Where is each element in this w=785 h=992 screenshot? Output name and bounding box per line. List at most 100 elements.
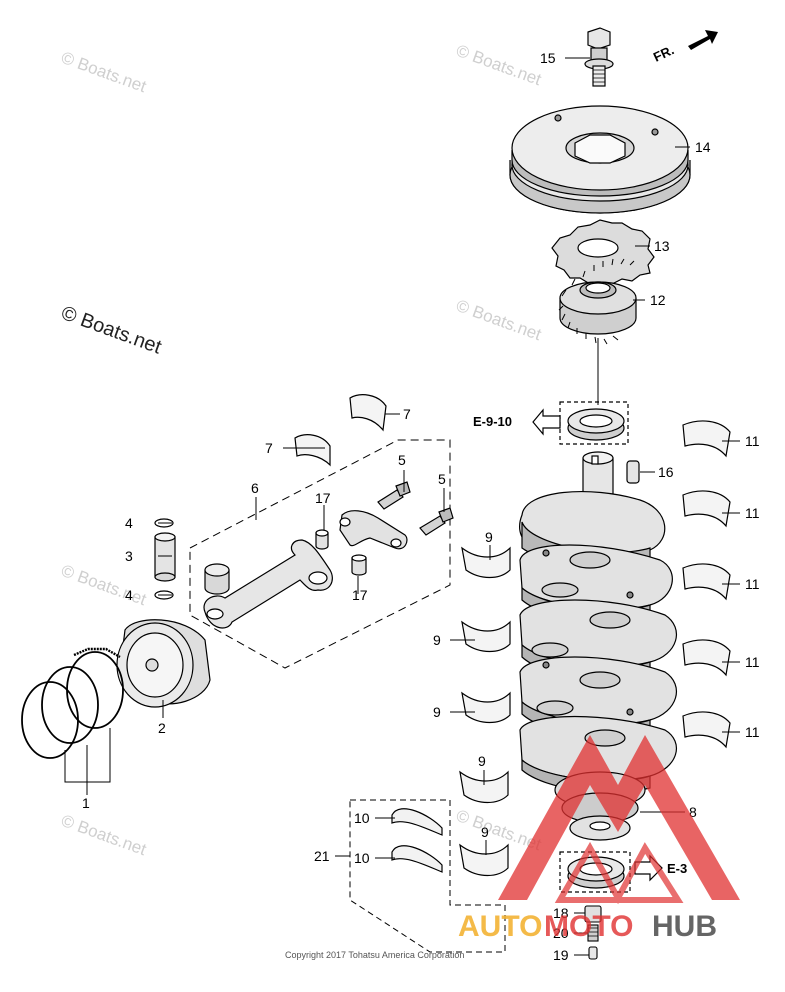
front-arrow-icon bbox=[688, 30, 718, 50]
piston-assembly bbox=[21, 518, 211, 759]
watermark: © Boats.net bbox=[454, 296, 544, 344]
watermark: © Boats.net bbox=[454, 41, 544, 89]
callout-21: 21 bbox=[314, 848, 330, 864]
callout-8: 8 bbox=[689, 804, 697, 820]
part-7-rod-bearing bbox=[349, 394, 387, 432]
part-14-flywheel-pulley bbox=[509, 105, 691, 214]
callout-20: 20 bbox=[553, 925, 569, 941]
logo-emblem-icon bbox=[498, 735, 740, 900]
main-bearings-lower bbox=[459, 546, 511, 877]
connecting-rod-assembly bbox=[203, 394, 454, 629]
part-5-rod-bolt bbox=[419, 507, 454, 536]
part-11-bearing bbox=[682, 711, 731, 749]
callout-13: 13 bbox=[654, 238, 670, 254]
callout-11: 11 bbox=[745, 724, 760, 740]
part-11-bearing bbox=[682, 639, 731, 677]
part-9-bearing bbox=[459, 770, 509, 804]
part-13-timing-sprocket bbox=[551, 219, 655, 285]
part-10-thrust-washer bbox=[391, 808, 443, 836]
part-10-thrust-washer bbox=[391, 845, 443, 873]
part-17-dowel-pin bbox=[351, 554, 367, 576]
lower-oil-seal bbox=[559, 851, 631, 893]
callout-5: 5 bbox=[438, 471, 446, 487]
callout-11: 11 bbox=[745, 505, 760, 521]
upper-reference: E-9-10 bbox=[473, 408, 561, 436]
upper-oil-seal bbox=[559, 401, 629, 445]
rod-bushing bbox=[204, 569, 230, 595]
callout-11: 11 bbox=[745, 654, 760, 670]
thrust-washers bbox=[391, 808, 443, 873]
callout-10: 10 bbox=[354, 850, 370, 866]
part-5-rod-bolt bbox=[377, 481, 411, 510]
part-11-bearing bbox=[682, 420, 731, 458]
part-11-bearing bbox=[682, 490, 731, 528]
callout-4: 4 bbox=[125, 515, 133, 531]
part-15-bolt bbox=[584, 27, 614, 87]
reference-label: E-3 bbox=[667, 861, 687, 876]
part-18-plug bbox=[584, 905, 602, 923]
part-9-bearing bbox=[461, 691, 511, 724]
part-4-circlip bbox=[154, 590, 174, 600]
callout-16: 16 bbox=[658, 464, 674, 480]
logo-text-hub: HUB bbox=[652, 910, 717, 943]
callout-4: 4 bbox=[125, 587, 133, 603]
callout-9: 9 bbox=[433, 632, 441, 648]
callout-10: 10 bbox=[354, 810, 370, 826]
group-21-outline bbox=[349, 799, 506, 953]
rod-cap bbox=[339, 510, 408, 550]
callout-6: 6 bbox=[251, 480, 259, 496]
copyright-text: Copyright 2017 Tohatsu America Corporati… bbox=[285, 950, 464, 960]
callout-17: 17 bbox=[315, 490, 331, 506]
logo-text-moto: MOTO bbox=[544, 910, 633, 943]
watermark: © Boats.net bbox=[59, 48, 149, 96]
reference-arrow-icon bbox=[532, 408, 561, 436]
callout-labels: 15 14 13 12 7 7 5 5 6 17 17 4 3 4 2 1 9 … bbox=[82, 50, 760, 963]
callout-2: 2 bbox=[158, 720, 166, 736]
group-6-outline bbox=[189, 439, 451, 669]
callout-3: 3 bbox=[125, 548, 133, 564]
oil-plug-assembly bbox=[584, 905, 602, 960]
front-direction-indicator: FR. bbox=[651, 30, 718, 65]
callout-11: 11 bbox=[745, 576, 760, 592]
part-3-piston-pin bbox=[154, 532, 176, 582]
callout-7: 7 bbox=[403, 406, 411, 422]
callout-9: 9 bbox=[485, 529, 493, 545]
boats-net-main-watermark: © Boats.net bbox=[58, 302, 164, 359]
watermark: © Boats.net bbox=[59, 561, 149, 609]
main-bearings-upper bbox=[682, 420, 731, 749]
part-9-bearing bbox=[461, 546, 511, 579]
callout-17: 17 bbox=[352, 587, 368, 603]
callout-9: 9 bbox=[433, 704, 441, 720]
callout-14: 14 bbox=[695, 139, 711, 155]
part-9-bearing bbox=[461, 620, 511, 653]
part-4-circlip bbox=[154, 518, 174, 528]
callout-9: 9 bbox=[478, 753, 486, 769]
callout-18: 18 bbox=[553, 905, 569, 921]
part-9-bearing bbox=[459, 843, 509, 877]
direction-label: FR. bbox=[651, 42, 676, 64]
pulley-assembly bbox=[509, 27, 691, 445]
part-1-piston-rings bbox=[21, 647, 124, 759]
callout-1: 1 bbox=[82, 795, 90, 811]
part-12-crankshaft-gear bbox=[558, 258, 637, 345]
part-7-rod-bearing bbox=[294, 434, 331, 467]
callout-9: 9 bbox=[481, 824, 489, 840]
callout-5: 5 bbox=[398, 452, 406, 468]
reference-label: E-9-10 bbox=[473, 414, 512, 429]
part-2-piston bbox=[116, 619, 211, 708]
logo-text-auto: AUTO bbox=[458, 910, 542, 943]
callout-11: 11 bbox=[745, 433, 760, 449]
part-19-screw bbox=[588, 946, 598, 960]
automotohub-logo: AUTO MOTO HUB bbox=[458, 735, 740, 943]
callout-12: 12 bbox=[650, 292, 666, 308]
part-11-bearing bbox=[682, 563, 731, 601]
callout-15: 15 bbox=[540, 50, 556, 66]
watermark: © Boats.net bbox=[59, 811, 149, 859]
part-6-connecting-rod bbox=[203, 539, 333, 629]
leader-lines bbox=[64, 57, 740, 956]
part-16-key bbox=[626, 460, 640, 484]
callout-7: 7 bbox=[265, 440, 273, 456]
part-17-dowel-pin bbox=[315, 529, 329, 550]
